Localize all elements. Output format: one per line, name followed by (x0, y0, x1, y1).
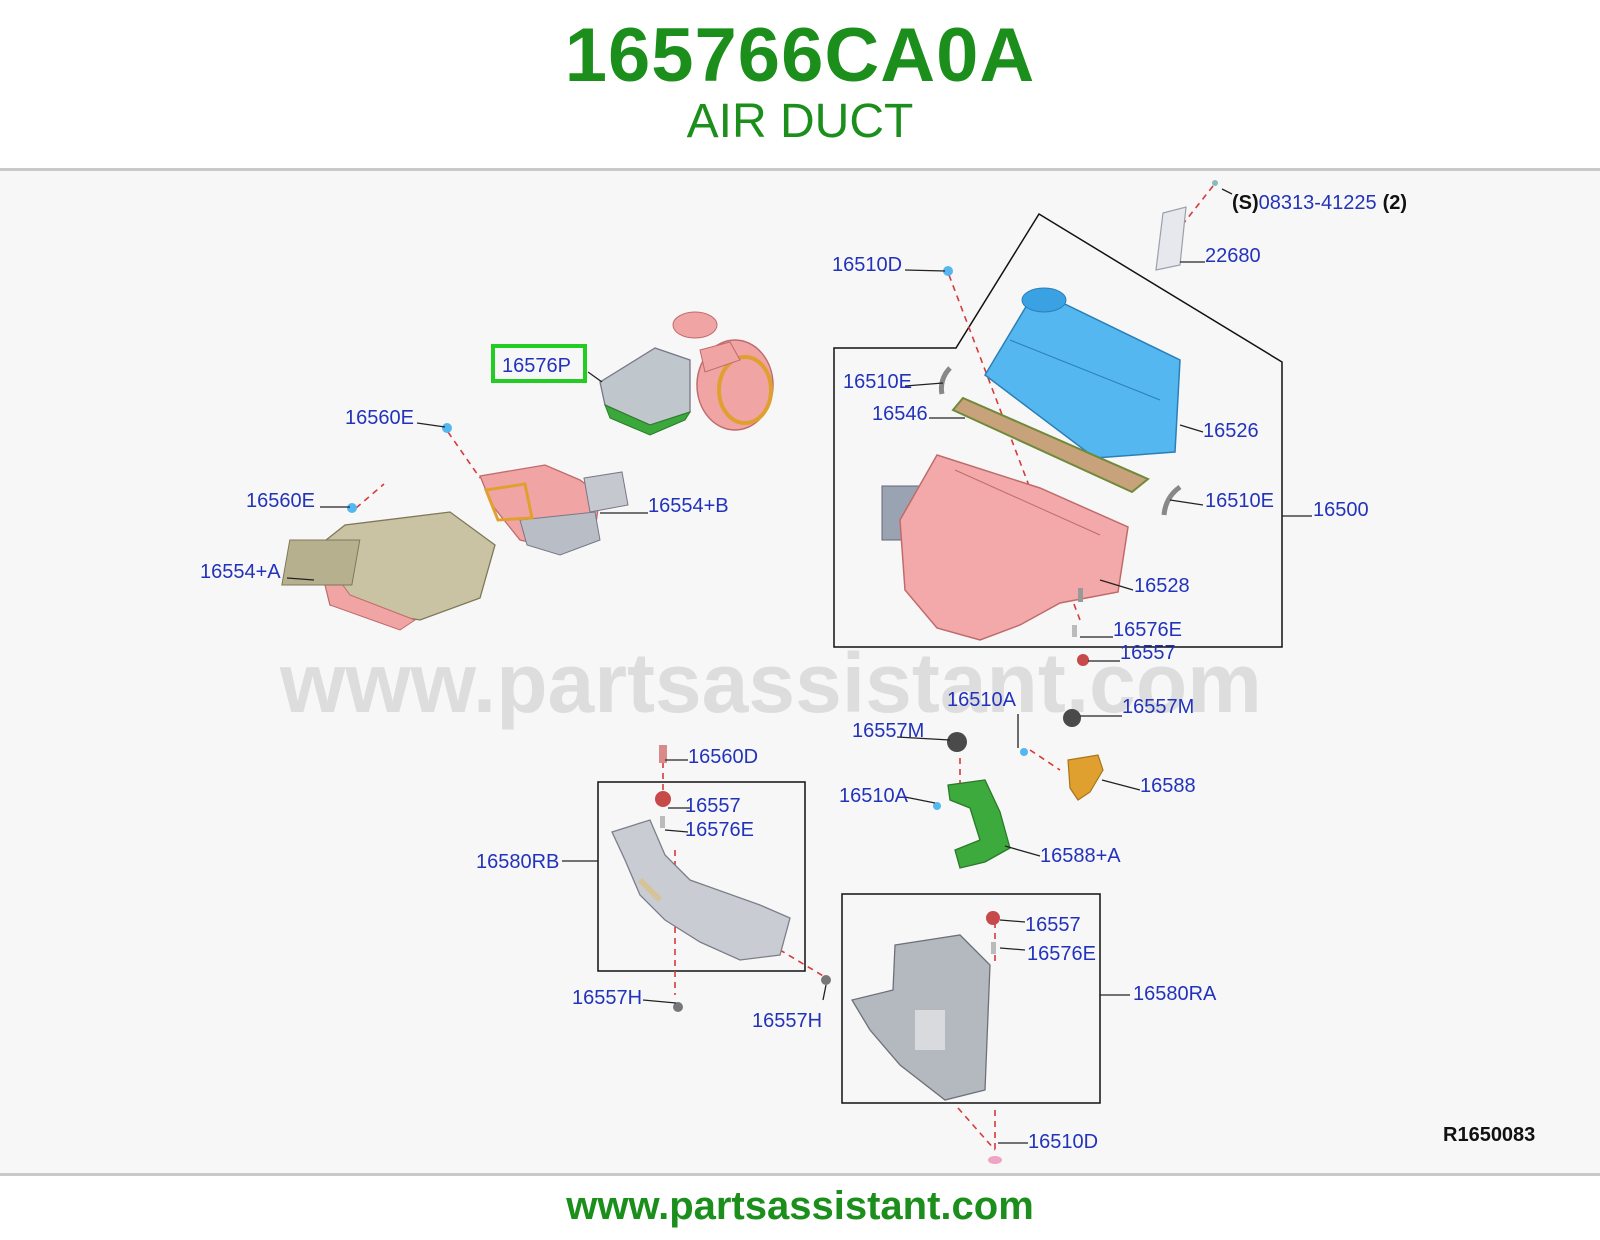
callout-16510A-lower[interactable]: 16510A (839, 785, 909, 807)
part-name-subtitle: AIR DUCT (686, 95, 914, 148)
resonator-lower-16554A (281, 511, 496, 631)
spec-label: (S)08313-41225 (2) (1232, 192, 1407, 214)
callout-16588[interactable]: 16588 (1140, 775, 1196, 797)
callout-16510E-upper[interactable]: 16510E (843, 371, 912, 393)
spec-quantity: (2) (1383, 192, 1407, 214)
footer-website-link[interactable]: www.partsassistant.com (566, 1184, 1034, 1228)
header-divider (0, 168, 1600, 171)
callout-16500[interactable]: 16500 (1313, 499, 1369, 521)
air-duct-16576P (599, 311, 774, 436)
spec-part-link[interactable]: 08313-41225 (1259, 192, 1377, 214)
callout-16576P[interactable]: 16576P (502, 355, 571, 377)
air-filter-element-16546 (951, 396, 1150, 494)
air-cleaner-cover-16526 (984, 287, 1181, 459)
footer-divider (0, 1173, 1600, 1176)
page-footer: www.partsassistant.com (0, 1176, 1600, 1240)
page-header: 165766CA0A AIR DUCT (0, 0, 1600, 168)
callout-16526[interactable]: 16526 (1203, 420, 1259, 442)
part-number-title: 165766CA0A (564, 13, 1036, 98)
clip-16510E-upper (938, 366, 952, 395)
diagram-canvas: www.partsassistant.com (200, 180, 1535, 1164)
bracket-16580RB (611, 819, 791, 961)
leader-lines (286, 188, 1312, 1144)
resonator-upper-16554B (479, 464, 629, 556)
callout-16588A[interactable]: 16588+A (1040, 845, 1121, 867)
callout-16557M-right[interactable]: 16557M (1122, 696, 1194, 718)
callout-16510D-top[interactable]: 16510D (832, 254, 902, 276)
callout-16580RB[interactable]: 16580RB (476, 851, 559, 873)
callout-16557M-left[interactable]: 16557M (852, 720, 924, 742)
callout-16557-middle[interactable]: 16557 (685, 795, 741, 817)
air-cleaner-assembly-frame (833, 212, 1283, 648)
callout-16560E-lower[interactable]: 16560E (246, 490, 315, 512)
clip-16510E-lower (1161, 484, 1182, 516)
spec-prefix: (S) (1232, 192, 1259, 214)
callout-16554A[interactable]: 16554+A (200, 561, 281, 583)
callout-16528[interactable]: 16528 (1134, 575, 1190, 597)
air-cleaner-body-16528 (881, 454, 1129, 641)
callout-16510E-lower[interactable]: 16510E (1205, 490, 1274, 512)
small-fasteners (347, 266, 1089, 1164)
clip-22680 (1155, 180, 1218, 271)
bracket-16588A (947, 779, 1011, 869)
callout-16580RA[interactable]: 16580RA (1133, 983, 1217, 1005)
callout-16576E-upper[interactable]: 16576E (1113, 619, 1182, 641)
callout-16546[interactable]: 16546 (872, 403, 928, 425)
callout-16557H-right[interactable]: 16557H (752, 1010, 822, 1032)
callout-16510D-bottom[interactable]: 16510D (1028, 1131, 1098, 1153)
callout-16554B[interactable]: 16554+B (648, 495, 729, 517)
callout-16560D[interactable]: 16560D (688, 746, 758, 768)
bracket-16588 (1067, 754, 1104, 801)
bracket-16580RA (850, 934, 991, 1101)
left-bracket-group-frame (841, 893, 1101, 1104)
diagram-watermark: www.partsassistant.com (279, 636, 1262, 730)
right-bracket-group-frame (597, 781, 806, 972)
callout-16557-upper[interactable]: 16557 (1120, 642, 1176, 664)
callout-16560E-upper[interactable]: 16560E (345, 407, 414, 429)
parts-diagram: www.partsassistant.com (0, 171, 1600, 1173)
callout-16576E-lower[interactable]: 16576E (1027, 943, 1096, 965)
callout-16576E-middle[interactable]: 16576E (685, 819, 754, 841)
highlight-box-16576P (491, 344, 587, 383)
callout-22680[interactable]: 22680 (1205, 245, 1261, 267)
callout-16510A-upper[interactable]: 16510A (947, 689, 1017, 711)
callout-16557-lower[interactable]: 16557 (1025, 914, 1081, 936)
callout-16557H-left[interactable]: 16557H (572, 987, 642, 1009)
diagram-reference-code: R1650083 (1443, 1124, 1535, 1146)
